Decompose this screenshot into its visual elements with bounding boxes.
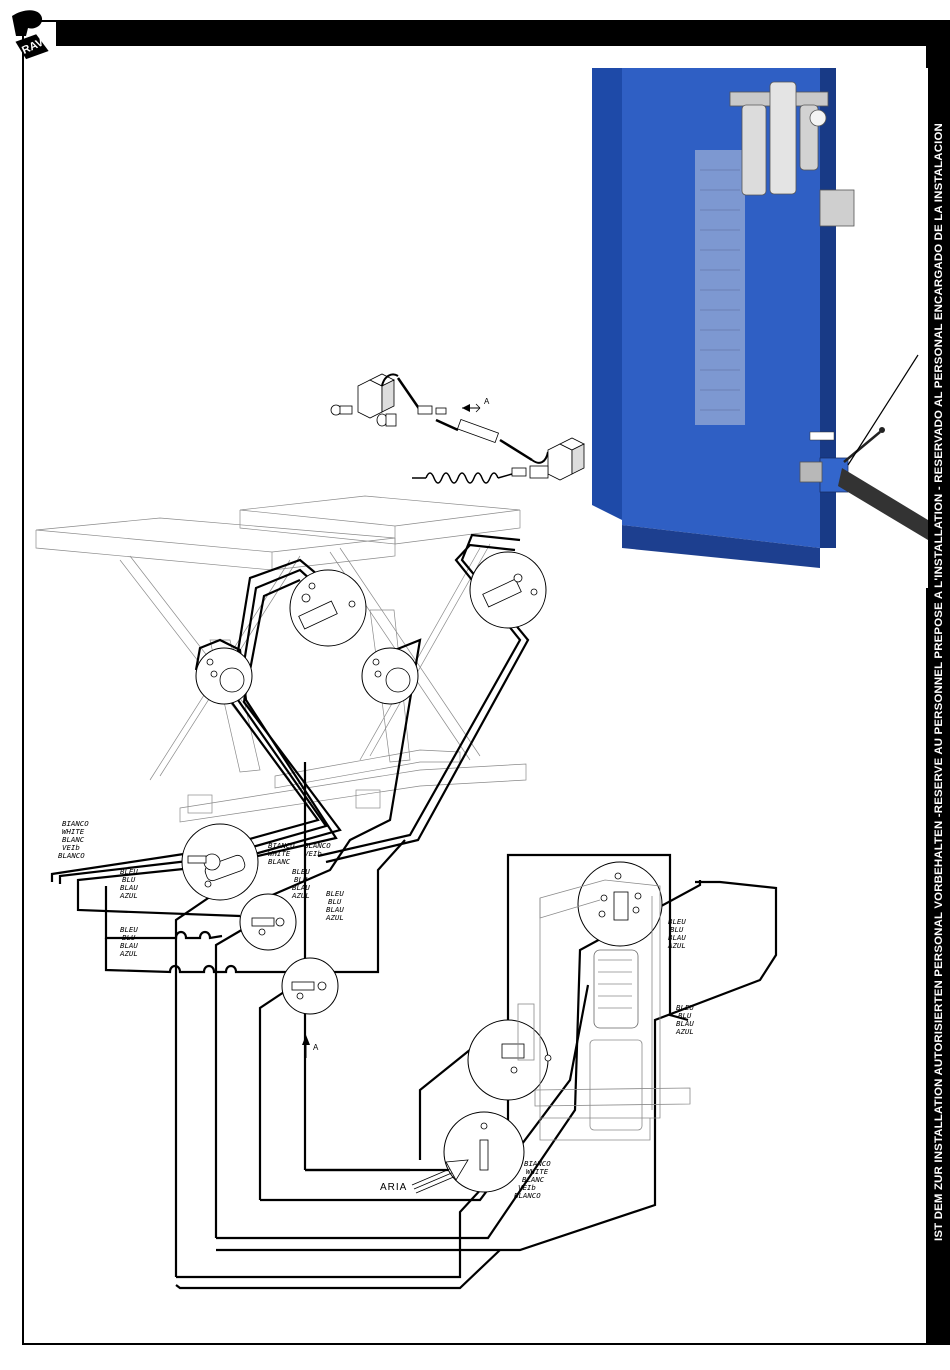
- svg-text:BLAU: BLAU: [676, 1019, 694, 1028]
- svg-text:AZUL: AZUL: [325, 913, 344, 922]
- svg-text:WHITE: WHITE: [526, 1167, 549, 1176]
- svg-text:VEIb: VEIb: [304, 849, 322, 858]
- side-bar: [928, 20, 950, 1345]
- air-inlet-arrow: [411, 1159, 469, 1194]
- svg-text:BLEU: BLEU: [326, 889, 344, 898]
- rav-logo: RAV: [12, 10, 49, 60]
- svg-text:BLU: BLU: [122, 875, 136, 884]
- svg-text:BLAU: BLAU: [120, 941, 138, 950]
- aria-label: ARIA: [380, 1182, 407, 1193]
- svg-text:AZUL: AZUL: [291, 891, 310, 900]
- svg-text:AZUL: AZUL: [675, 1027, 694, 1036]
- pipe-color-labels: BIANCO WHITE BLANC VEIb BLANCO BIANCO WH…: [58, 819, 694, 1200]
- svg-text:BLANCO: BLANCO: [304, 841, 331, 850]
- pipe-routing: [50, 533, 778, 1290]
- svg-text:AZUL: AZUL: [119, 891, 138, 900]
- svg-text:BLEU: BLEU: [676, 1003, 694, 1012]
- control-cabinet-photo: [592, 68, 928, 588]
- label-white-mid: BIANCO WHITE BLANC BLANCO VEIb: [268, 841, 331, 866]
- air-filter-regulator: [729, 81, 855, 227]
- svg-text:BLU: BLU: [122, 933, 136, 942]
- svg-text:BLU: BLU: [670, 925, 684, 934]
- svg-text:BLANCO: BLANCO: [514, 1191, 541, 1200]
- air-fitting-exploded-view: [330, 373, 585, 484]
- svg-text:AZUL: AZUL: [119, 949, 138, 958]
- svg-text:BLANCO: BLANCO: [58, 851, 85, 860]
- svg-text:BLU: BLU: [328, 897, 342, 906]
- svg-text:BIANCO: BIANCO: [268, 841, 295, 850]
- svg-text:VEIb: VEIb: [518, 1183, 536, 1192]
- fitting-sketches: [187, 573, 642, 1171]
- svg-text:BLANC: BLANC: [268, 857, 291, 866]
- svg-text:BIANCO: BIANCO: [62, 819, 89, 828]
- svg-text:BLAU: BLAU: [326, 905, 344, 914]
- svg-text:BLEU: BLEU: [292, 867, 310, 876]
- label-white-bottom: BIANCO WHITE BLANC VEIb BLANCO: [514, 1159, 551, 1200]
- svg-text:BLAU: BLAU: [668, 933, 686, 942]
- svg-text:BLAU: BLAU: [292, 883, 310, 892]
- label-blue-mid-1: BLEU BLU BLAU AZUL: [291, 867, 310, 900]
- svg-text:BIANCO: BIANCO: [524, 1159, 551, 1168]
- svg-text:BLAU: BLAU: [120, 883, 138, 892]
- arrow-a-label-bottom: A: [313, 1043, 319, 1052]
- svg-text:BLEU: BLEU: [668, 917, 686, 926]
- label-blue-left-1: BLEU BLU BLAU AZUL: [119, 867, 138, 900]
- label-blue-left-2: BLEU BLU BLAU AZUL: [119, 925, 138, 958]
- svg-text:VEIb: VEIb: [62, 843, 80, 852]
- svg-text:BLEU: BLEU: [120, 925, 138, 934]
- svg-text:BLANC: BLANC: [522, 1175, 545, 1184]
- air-inlet-valve: [799, 427, 928, 540]
- svg-text:BLANC: BLANC: [62, 835, 85, 844]
- svg-text:BLU: BLU: [294, 875, 308, 884]
- svg-text:WHITE: WHITE: [62, 827, 85, 836]
- label-blue-right-2: BLEU BLU BLAU AZUL: [675, 1003, 694, 1036]
- scissor-lift-sketch: [35, 495, 527, 823]
- svg-text:WHITE: WHITE: [268, 849, 291, 858]
- label-blue-mid-2: BLEU BLU BLAU AZUL: [325, 889, 344, 922]
- svg-text:BLU: BLU: [678, 1011, 692, 1020]
- hydraulic-power-unit-sketch: [517, 879, 691, 1141]
- label-white-left: BIANCO WHITE BLANC VEIb BLANCO: [58, 819, 89, 860]
- arrow-a-label-top: A: [484, 397, 490, 406]
- svg-text:BLEU: BLEU: [120, 867, 138, 876]
- svg-text:AZUL: AZUL: [667, 941, 686, 950]
- label-blue-right-1: BLEU BLU BLAU AZUL: [667, 917, 686, 950]
- header-bar: [56, 20, 928, 46]
